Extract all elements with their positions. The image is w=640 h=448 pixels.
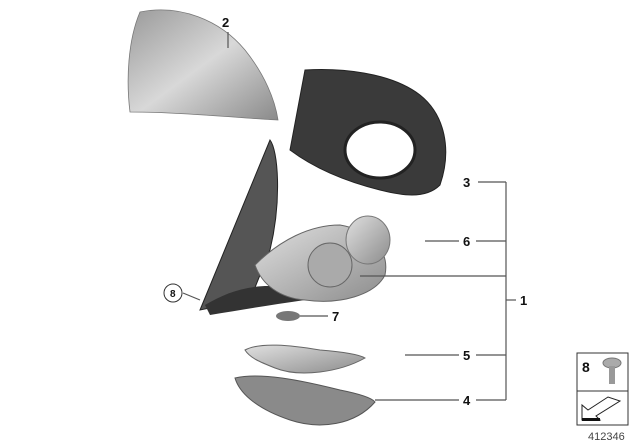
mirror-cap-part [127, 9, 279, 121]
callout-3: 3 [463, 175, 470, 190]
callout-1: 1 [520, 293, 527, 308]
turn-signal-part [244, 344, 366, 374]
callout-8-circle [163, 283, 183, 303]
callout-7: 7 [332, 309, 339, 324]
legend-part-number: 8 [582, 359, 590, 375]
diagram-reference-number: 412346 [588, 431, 625, 443]
screw-icon [602, 357, 622, 384]
small-cover-part [276, 311, 300, 321]
mirror-motor-part [345, 215, 391, 265]
callout-4: 4 [463, 393, 471, 408]
callout-6: 6 [463, 234, 470, 249]
callout-8: 8 [170, 289, 176, 300]
mirror-glass-part [199, 139, 279, 311]
callout-2: 2 [222, 15, 229, 30]
legend-box: 8 [576, 352, 629, 426]
callout-5: 5 [463, 348, 470, 363]
lower-cover-part [234, 375, 376, 426]
